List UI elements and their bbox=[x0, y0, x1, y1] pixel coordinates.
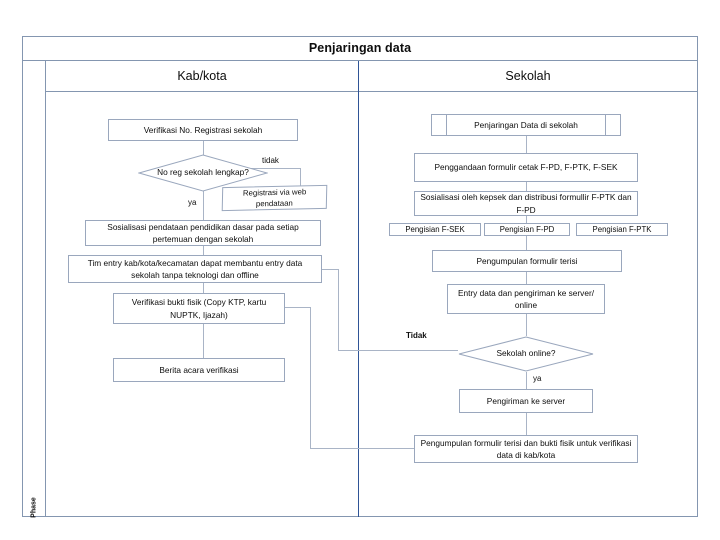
node-sosialisasi-pendataan[interactable]: Sosialisasi pendataan pendidikan dasar p… bbox=[85, 220, 321, 246]
node-tim-entry-kabkota[interactable]: Tim entry kab/kota/kecamatan dapat memba… bbox=[68, 255, 322, 283]
node-registrasi-via-web[interactable]: Registrasi via web pendataan bbox=[221, 184, 328, 212]
node-label: Pengisian F-SEK bbox=[405, 224, 465, 234]
connector-k6-k7 bbox=[203, 324, 204, 358]
node-decision-sekolah-online[interactable]: Sekolah online? bbox=[458, 336, 594, 372]
connector-bukti-fisik-h2 bbox=[310, 448, 414, 449]
lane-label-sekolah: Sekolah bbox=[505, 69, 551, 83]
node-label: No reg sekolah lengkap? bbox=[157, 167, 249, 178]
page-title: Penjaringan data bbox=[308, 41, 412, 55]
edge-label-tidak-kabkota: tidak bbox=[262, 156, 279, 165]
connector-tidak-to-tim-entry-h1 bbox=[322, 269, 339, 270]
diamond-shape-icon bbox=[138, 154, 268, 192]
connector-s7-s8 bbox=[526, 272, 527, 284]
connector-s1-s2 bbox=[526, 136, 527, 153]
node-entry-data-pengiriman[interactable]: Entry data dan pengiriman ke server/ onl… bbox=[447, 284, 605, 314]
node-label: Sosialisasi oleh kepsek dan distribusi f… bbox=[420, 192, 632, 215]
connector-k2-k4-ya bbox=[203, 191, 204, 220]
node-verifikasi-no-registrasi[interactable]: Verifikasi No. Registrasi sekolah bbox=[108, 119, 298, 141]
lane-divider bbox=[358, 61, 359, 517]
node-label: Sosialisasi pendataan pendidikan dasar p… bbox=[107, 221, 299, 244]
phase-label: Phase bbox=[30, 497, 37, 518]
connector-s9-s10-ya bbox=[526, 372, 527, 389]
node-pengisian-f-sek[interactable]: Pengisian F-SEK bbox=[389, 223, 481, 236]
connector-tidak-to-tim-entry-v bbox=[338, 269, 339, 350]
node-label: Berita acara verifikasi bbox=[159, 364, 239, 375]
connector-bukti-fisik-h1 bbox=[285, 307, 311, 308]
node-pengumpulan-bukti-fisik[interactable]: Pengumpulan formulir terisi dan bukti fi… bbox=[414, 435, 638, 463]
connector-s10-s11 bbox=[526, 413, 527, 435]
node-label: Registrasi via web pendataan bbox=[242, 187, 307, 209]
node-label: Penggandaan formulir cetak F-PD, F-PTK, … bbox=[434, 162, 618, 173]
connector-s3-s4row bbox=[526, 216, 527, 223]
phase-band: Phase bbox=[22, 61, 46, 518]
connector-bukti-fisik-v bbox=[310, 307, 311, 448]
node-label: Pengumpulan formulir terisi dan bukti fi… bbox=[420, 437, 632, 460]
node-label: Verifikasi No. Registrasi sekolah bbox=[143, 124, 263, 135]
lane-header-sekolah: Sekolah bbox=[358, 61, 698, 92]
edge-label-ya-kabkota: ya bbox=[188, 198, 197, 207]
lane-label-kabkota: Kab/kota bbox=[177, 69, 227, 83]
node-verifikasi-bukti-fisik[interactable]: Verifikasi bukti fisik (Copy KTP, kartu … bbox=[113, 293, 285, 324]
node-penjaringan-data-di-sekolah[interactable]: Penjaringan Data di sekolah bbox=[431, 114, 621, 136]
connector-s2-s3 bbox=[526, 182, 527, 191]
connector-k4-k5 bbox=[203, 246, 204, 255]
node-label: Pengiriman ke server bbox=[486, 395, 566, 406]
diamond-shape-icon bbox=[458, 336, 594, 372]
connector-k2-k3-tidak-h bbox=[238, 168, 300, 169]
node-label: Verifikasi bukti fisik (Copy KTP, kartu … bbox=[131, 297, 267, 320]
connector-k5-k6 bbox=[203, 283, 204, 293]
node-penggandaan-formulir[interactable]: Penggandaan formulir cetak F-PD, F-PTK, … bbox=[414, 153, 638, 182]
node-decision-no-reg-sekolah[interactable]: No reg sekolah lengkap? bbox=[138, 154, 268, 192]
node-label: Pengisian F-PD bbox=[499, 224, 555, 234]
edge-label-ya-sekolah: ya bbox=[533, 374, 542, 383]
lane-header-kabkota: Kab/kota bbox=[46, 61, 358, 92]
node-pengisian-f-pd[interactable]: Pengisian F-PD bbox=[484, 223, 570, 236]
edge-label-tidak-sekolah: Tidak bbox=[406, 331, 427, 340]
node-sosialisasi-kepsek[interactable]: Sosialisasi oleh kepsek dan distribusi f… bbox=[414, 191, 638, 216]
node-label: Pengumpulan formulir terisi bbox=[476, 255, 578, 266]
node-label: Entry data dan pengiriman ke server/ onl… bbox=[457, 287, 595, 310]
connector-tidak-to-tim-entry-h2 bbox=[338, 350, 458, 351]
connector-s8-s9 bbox=[526, 314, 527, 336]
connector-k2-k3-tidak-v bbox=[300, 168, 301, 189]
node-berita-acara-verifikasi[interactable]: Berita acara verifikasi bbox=[113, 358, 285, 382]
node-pengiriman-ke-server[interactable]: Pengiriman ke server bbox=[459, 389, 593, 413]
node-pengumpulan-formulir-terisi[interactable]: Pengumpulan formulir terisi bbox=[432, 250, 622, 272]
connector-k1-k2 bbox=[203, 141, 204, 167]
diagram-title-bar: Penjaringan data bbox=[22, 36, 698, 61]
connector-s4row-s7 bbox=[526, 236, 527, 250]
node-label: Penjaringan Data di sekolah bbox=[474, 119, 578, 130]
node-label: Sekolah online? bbox=[496, 348, 556, 359]
node-label: Tim entry kab/kota/kecamatan dapat memba… bbox=[87, 257, 303, 280]
node-pengisian-f-ptk[interactable]: Pengisian F-PTK bbox=[576, 223, 668, 236]
node-label: Pengisian F-PTK bbox=[592, 224, 652, 234]
